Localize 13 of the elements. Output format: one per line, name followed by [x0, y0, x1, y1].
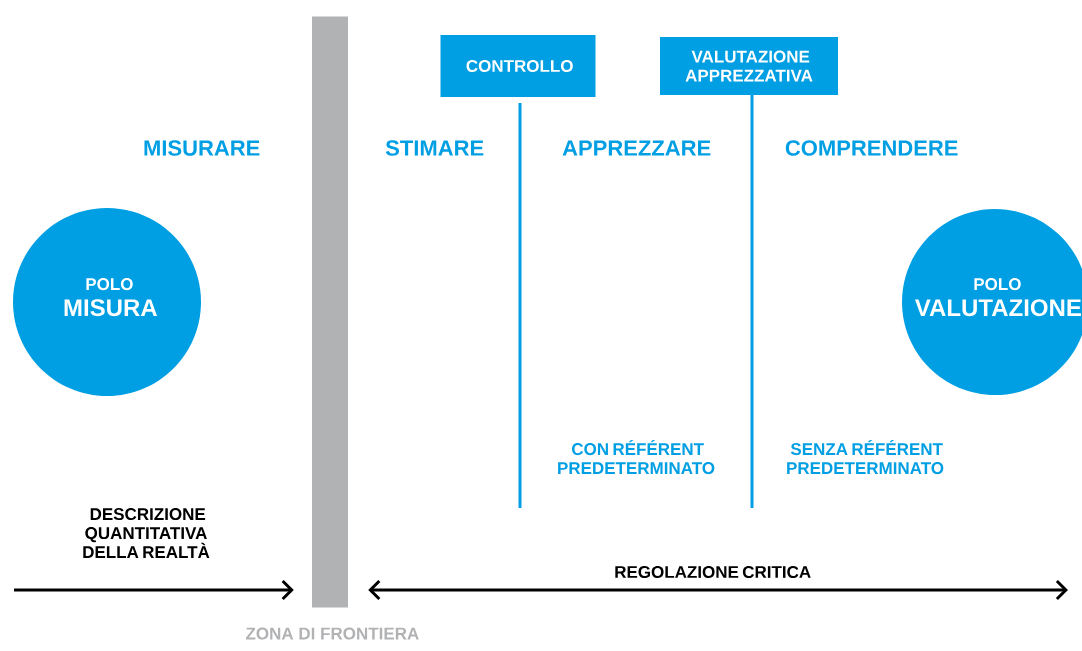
heading-text: CON RÉFÉRENT PREDETERMINATO	[558, 439, 715, 475]
heading-text: APPREZZARE	[562, 140, 711, 156]
edge-label: DESCRIZIONE QUANTITATIVA DELLA REALTÀ	[83, 508, 210, 558]
edge-label: REGOLAZIONE CRITICA	[615, 566, 811, 579]
heading-text: MISURARE	[144, 140, 260, 156]
label-box: VALUTAZIONE APPREZZATIVA	[660, 37, 838, 95]
label-box: CONTROLLO	[440, 35, 596, 97]
heading-text: SENZA RÉFÉRENT PREDETERMINATO	[787, 439, 944, 475]
arrow	[14, 579, 294, 601]
heading-text: COMPRENDERE	[785, 140, 958, 156]
node-label: ZONA DI FRONTIERA	[245, 627, 419, 640]
heading-text: STIMARE	[385, 140, 484, 156]
arrow	[368, 579, 1068, 601]
